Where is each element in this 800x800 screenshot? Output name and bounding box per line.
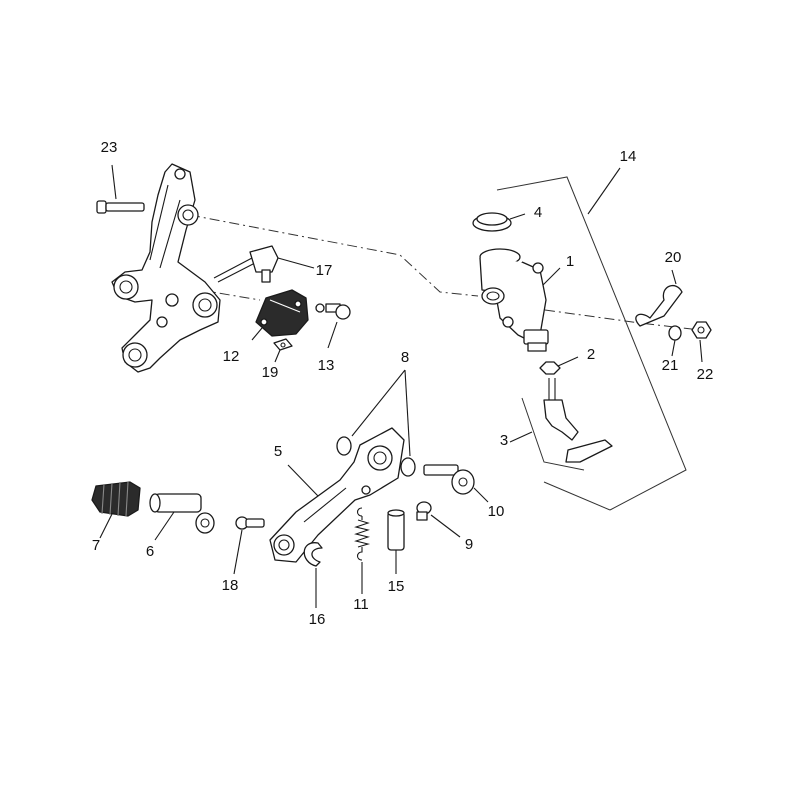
footpeg-bracket bbox=[111, 163, 221, 373]
part-7-rubber-grip bbox=[91, 481, 141, 539]
callout-12: 12 bbox=[223, 348, 240, 365]
part-3-push-rod bbox=[509, 378, 613, 471]
callout-19: 19 bbox=[262, 364, 279, 381]
callout-labels: 23 14 4 1 20 17 12 19 13 2 8 21 22 3 5 1… bbox=[92, 139, 714, 628]
part-5-brake-pedal bbox=[269, 427, 405, 563]
part-19-spacer bbox=[273, 338, 293, 363]
leader-lines bbox=[111, 164, 621, 341]
callout-18: 18 bbox=[222, 577, 239, 594]
part-22-nut bbox=[691, 321, 712, 363]
callout-2: 2 bbox=[587, 346, 595, 363]
callout-20: 20 bbox=[665, 249, 682, 266]
callout-7: 7 bbox=[92, 537, 100, 554]
callout-22: 22 bbox=[697, 366, 714, 383]
callout-16: 16 bbox=[309, 611, 326, 628]
part-16-circlip bbox=[303, 542, 323, 608]
callout-6: 6 bbox=[146, 543, 154, 560]
callout-21: 21 bbox=[662, 357, 679, 374]
part-17-switch bbox=[213, 245, 315, 283]
callout-9: 9 bbox=[465, 536, 473, 553]
part-20-clip bbox=[635, 269, 683, 327]
part-4-cap bbox=[472, 212, 526, 232]
callout-3: 3 bbox=[500, 432, 508, 449]
part-11-spring bbox=[354, 507, 371, 594]
callout-10: 10 bbox=[488, 503, 505, 520]
callout-14: 14 bbox=[620, 148, 637, 165]
part-23-bolt bbox=[96, 200, 145, 214]
callout-13: 13 bbox=[318, 357, 335, 374]
part-8-o-rings bbox=[336, 369, 416, 477]
part-18-screw bbox=[233, 516, 265, 575]
part-9-screw bbox=[416, 501, 461, 538]
callout-5: 5 bbox=[274, 443, 282, 460]
part-21-washer bbox=[668, 325, 682, 357]
callout-17: 17 bbox=[316, 262, 333, 279]
callout-1: 1 bbox=[566, 253, 574, 270]
callout-23: 23 bbox=[101, 139, 118, 156]
part-10-pivot-bolt bbox=[423, 464, 489, 503]
part-15-pin bbox=[387, 509, 405, 574]
part-6-footpeg-shaft bbox=[149, 493, 215, 541]
callout-11: 11 bbox=[353, 596, 369, 613]
callout-8: 8 bbox=[401, 349, 409, 366]
part-1-master-cylinder bbox=[479, 248, 561, 352]
callout-4: 4 bbox=[534, 204, 542, 221]
part-12-heel-guard bbox=[255, 289, 309, 337]
callout-15: 15 bbox=[388, 578, 405, 595]
part-13-screw bbox=[315, 303, 351, 349]
part-2-nut bbox=[539, 356, 579, 375]
assembly-frame-14 bbox=[496, 176, 687, 511]
